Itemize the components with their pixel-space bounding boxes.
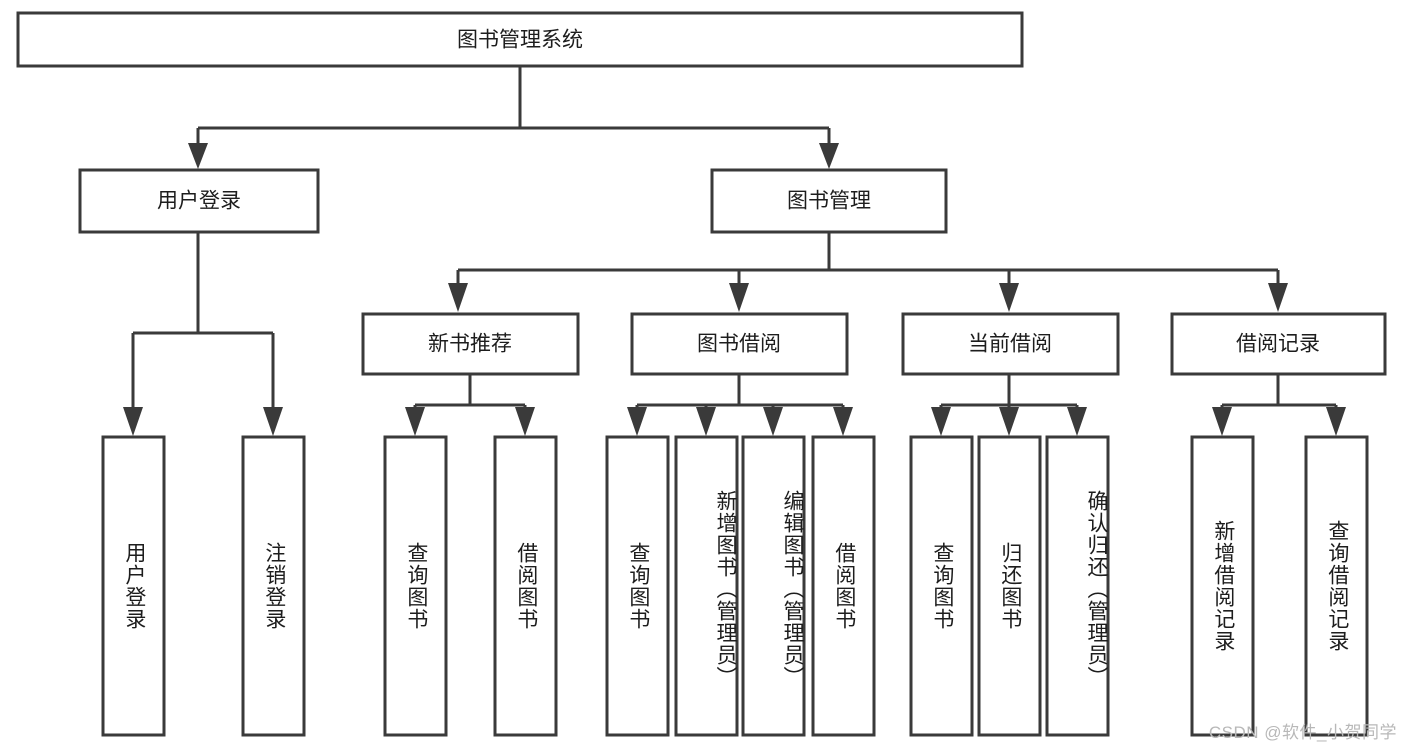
arrow-to-borrow-record [1268,283,1288,312]
arrow-to-leaf-user-login [123,407,143,436]
arrow-to-leaf-query-book-3 [931,407,951,436]
arrow-to-book-borrow [729,283,749,312]
arrow-to-leaf-borrow-book-2 [833,407,853,436]
node-box-leaf-logout-login[interactable] [241,435,306,737]
arrow-to-leaf-query-record [1326,407,1346,436]
node-box-current-borrow[interactable] [901,312,1120,376]
node-box-leaf-add-record[interactable] [1190,435,1255,737]
arrow-to-leaf-edit-book [763,407,783,436]
arrow-to-leaf-add-record [1212,407,1232,436]
arrow-to-leaf-logout-login [263,407,283,436]
node-box-leaf-borrow-book-1[interactable] [493,435,558,737]
connector-group-current-borrow [931,375,1087,436]
arrow-to-leaf-confirm-return [1067,407,1087,436]
connector-group-book-borrow [627,375,853,436]
connector-group-book-management [448,233,1288,312]
arrow-to-current-borrow [999,283,1019,312]
arrow-to-leaf-return-book [999,407,1019,436]
node-box-leaf-query-record[interactable] [1304,435,1369,737]
arrow-to-leaf-add-book [696,407,716,436]
node-box-leaf-edit-book[interactable] [741,435,806,737]
node-box-root[interactable] [16,11,1024,68]
node-label-new-book-recommend: 新书推荐 [428,333,512,356]
node-box-new-book-recommend[interactable] [361,312,580,376]
node-box-leaf-query-book-1[interactable] [383,435,448,737]
node-box-leaf-user-login[interactable] [101,435,166,737]
node-box-book-management[interactable] [710,168,948,234]
node-box-leaf-query-book-3[interactable] [909,435,974,737]
arrow-to-leaf-query-book-1 [405,407,425,436]
node-box-leaf-query-book-2[interactable] [605,435,670,737]
arrow-to-book-management [819,143,839,169]
node-label-current-borrow: 当前借阅 [968,333,1052,356]
csdn-watermark: CSDN @软件_小贺同学 [1208,723,1397,742]
node-label-user-login: 用户登录 [157,190,241,213]
node-label-root: 图书管理系统 [457,29,583,52]
connector-group-new-book-recommend [405,375,535,436]
node-box-borrow-record[interactable] [1170,312,1387,376]
node-box-leaf-borrow-book-2[interactable] [811,435,876,737]
arrow-to-leaf-query-book-2 [627,407,647,436]
node-box-leaf-return-book[interactable] [977,435,1042,737]
arrow-to-user-login [188,143,208,169]
connector-group-root [188,66,839,169]
node-label-book-management: 图书管理 [787,190,871,213]
node-label-borrow-record: 借阅记录 [1236,333,1320,356]
node-box-book-borrow[interactable] [630,312,849,376]
node-box-user-login[interactable] [78,168,320,234]
arrow-to-new-book-recommend [448,283,468,312]
node-box-leaf-add-book[interactable] [674,435,739,737]
connector-group-user-login [123,233,283,436]
arrow-to-leaf-borrow-book-1 [515,407,535,436]
node-label-book-borrow: 图书借阅 [697,333,781,356]
node-box-leaf-confirm-return[interactable] [1045,435,1110,737]
connector-group-borrow-record [1212,375,1346,436]
